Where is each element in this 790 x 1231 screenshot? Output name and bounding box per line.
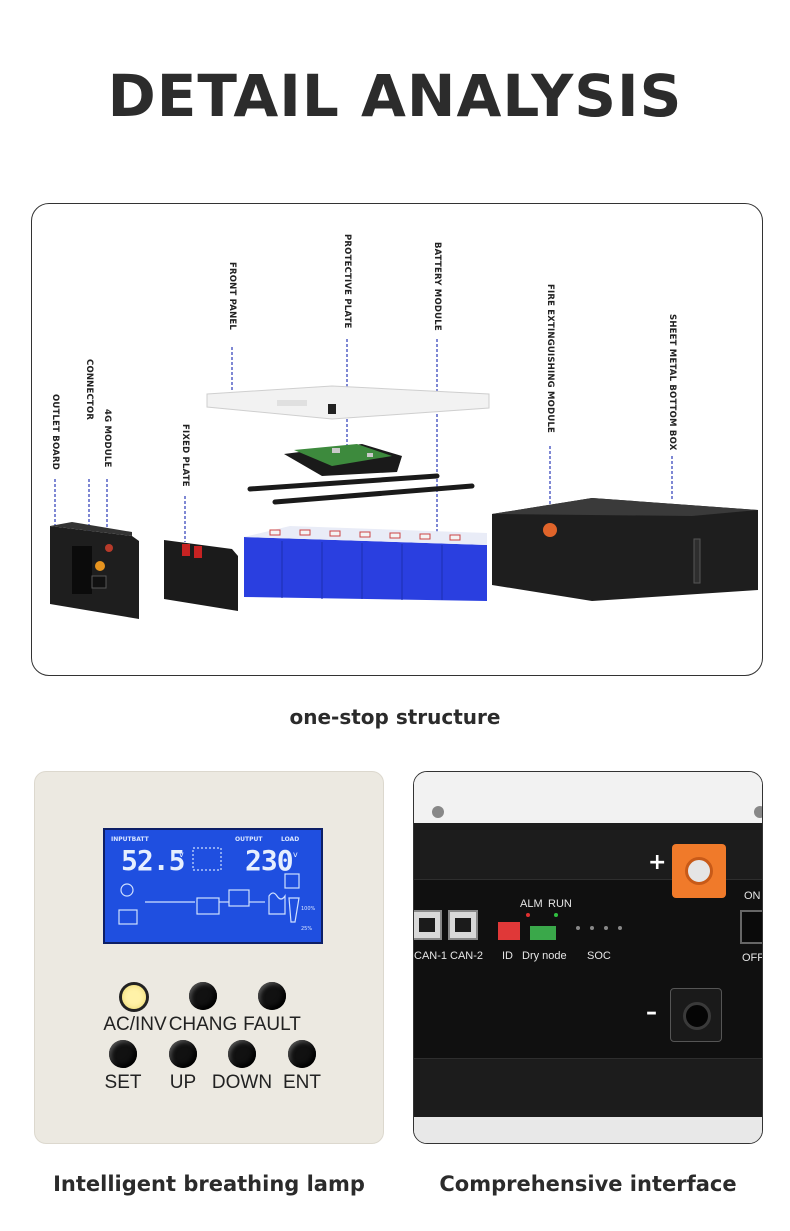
lcd-output-value: 230 [245,844,294,877]
positive-terminal[interactable] [672,844,726,898]
can2-port[interactable] [448,910,478,940]
dry-node-label: Dry node [522,950,567,962]
positive-sign: + [648,850,667,875]
exploded-view-illustration [50,339,758,619]
label-front-panel: FRONT PANEL [227,262,237,331]
soc-led-1 [576,926,580,930]
can1-port[interactable] [414,910,442,940]
ent-button[interactable] [288,1040,316,1068]
protective-plate-part [284,444,402,476]
interface-port-strip: CAN-1 CAN-2 ALM RUN ID Dry node SOC + – [414,844,763,1059]
lcd-input-unit: v [179,850,184,859]
caption-lamp: Intelligent breathing lamp [53,1172,365,1196]
soc-led-2 [590,926,594,930]
indicator-chang-label: CHANG [168,1014,238,1035]
down-button-label: DOWN [211,1072,273,1093]
page-title: DETAIL ANALYSIS [107,62,683,130]
off-label: OFF [742,952,763,964]
label-fire-module: FIRE EXTINGUISHING MODULE [545,284,555,434]
caption-interface: Comprehensive interface [439,1172,737,1196]
negative-sign: – [646,1000,657,1025]
soc-label: SOC [587,950,611,962]
ent-button-label: ENT [283,1072,321,1093]
lcd-load-tag: LOAD [281,836,300,843]
indicator-acinv-label: AC/INV [103,1014,167,1035]
screw-icon [754,806,762,818]
label-battery-module: BATTERY MODULE [432,242,442,331]
screw-icon [432,806,444,818]
interface-top-rail [414,772,762,827]
lcd-input-value: 52.5 [121,844,185,877]
run-led [554,913,558,917]
outlet-board-part [50,522,139,619]
label-4g-module: 4G MODULE [102,409,112,468]
indicator-acinv-lamp [122,985,146,1009]
on-label: ON [744,890,761,902]
interface-panel: CAN-1 CAN-2 ALM RUN ID Dry node SOC + – [413,771,763,1144]
interface-body: CAN-1 CAN-2 ALM RUN ID Dry node SOC + – [414,827,763,1117]
interface-bottom-rail [414,1117,762,1143]
soc-led-3 [604,926,608,930]
indicator-fault-label: FAULT [243,1014,301,1035]
lcd-flow-icons [118,847,300,925]
soc-led-4 [618,926,622,930]
lcd-output-tag: OUTPUT [235,836,263,843]
exploded-view-card: OUTLET BOARD CONNECTOR 4G MODULE FIXED P… [31,203,763,676]
negative-terminal[interactable] [670,988,722,1042]
lcd-display: INPUTBATT OUTPUT LOAD 52.5 v 230 v 100% … [103,828,323,944]
can2-label: CAN-2 [450,950,484,962]
front-panel-part [206,385,490,420]
alm-led [526,913,530,917]
label-fixed-plate: FIXED PLATE [180,424,190,487]
indicator-fault-lamp [258,982,286,1010]
set-button-label: SET [104,1072,142,1093]
label-connector: CONNECTOR [84,359,94,421]
power-switch[interactable] [740,910,762,944]
set-button[interactable] [109,1040,137,1068]
can1-label: CAN-1 [414,950,448,962]
lcd-percent-high: 100% [301,906,316,912]
sheet-metal-box-part [492,498,758,601]
id-dip-switch[interactable] [498,922,520,940]
dry-node-terminal[interactable] [530,926,556,940]
battery-module-part [244,526,487,601]
label-outlet-board: OUTLET BOARD [50,394,60,470]
label-protective-plate: PROTECTIVE PLATE [342,234,352,329]
run-label: RUN [548,898,572,910]
caption-structure: one-stop structure [289,705,501,729]
fixed-plate-part [164,540,238,611]
control-panel: INPUTBATT OUTPUT LOAD 52.5 v 230 v 100% … [34,771,384,1144]
lcd-percent-low: 25% [301,926,313,932]
alm-label: ALM [520,898,543,910]
down-button[interactable] [228,1040,256,1068]
up-button-label: UP [169,1072,197,1093]
up-button[interactable] [169,1040,197,1068]
label-sheet-metal-box: SHEET METAL BOTTOM BOX [667,314,677,451]
indicator-chang-lamp [189,982,217,1010]
id-label: ID [502,950,513,962]
lcd-output-unit: v [293,850,298,859]
lcd-input-tag: INPUTBATT [111,836,149,843]
fixing-rails-part [247,473,475,505]
